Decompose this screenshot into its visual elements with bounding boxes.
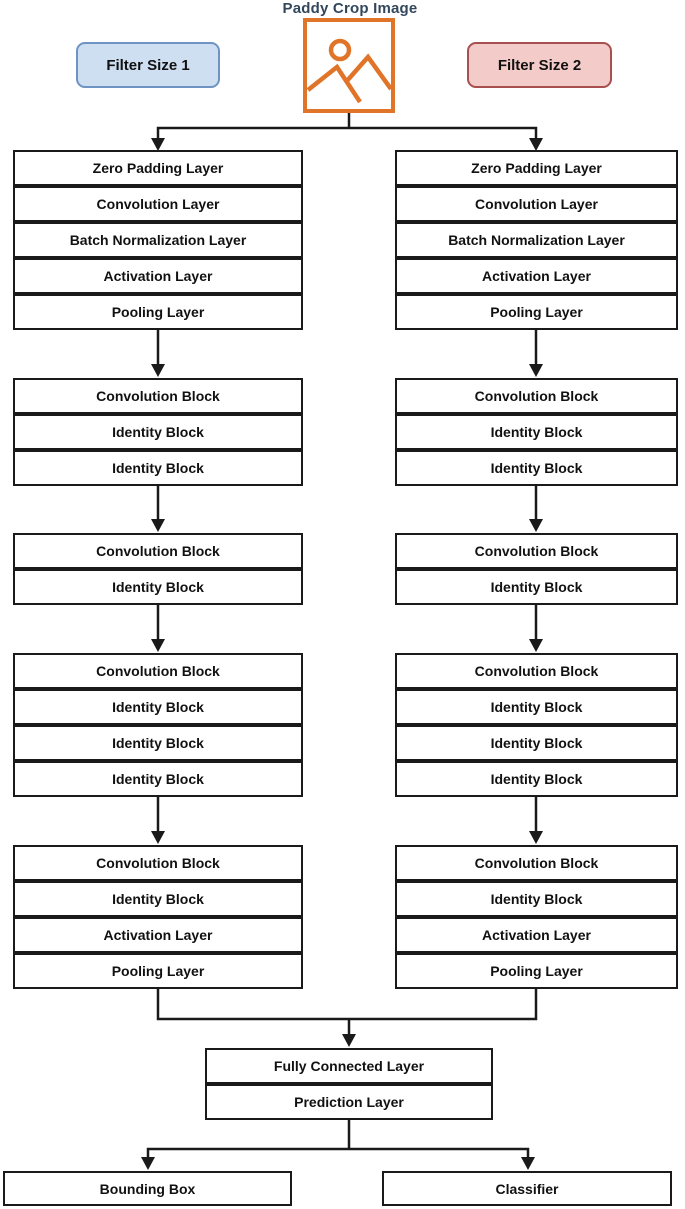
layer-box: Identity Block [395,725,678,761]
layer-box: Prediction Layer [205,1084,493,1120]
branch2-stage5-stack: Convolution Block Identity Block Activat… [395,845,678,989]
branch2-stage4-stack: Convolution Block Identity Block Identit… [395,653,678,797]
layer-box: Activation Layer [13,258,303,294]
branch1-stage3-stack: Convolution Block Identity Block [13,533,303,605]
layer-box: Batch Normalization Layer [395,222,678,258]
layer-box: Convolution Block [13,845,303,881]
layer-box: Convolution Block [13,533,303,569]
layer-box: Pooling Layer [395,294,678,330]
layer-box: Convolution Layer [395,186,678,222]
layer-box: Identity Block [13,569,303,605]
layer-box: Identity Block [13,689,303,725]
image-placeholder-icon [307,38,391,104]
layer-box: Identity Block [13,414,303,450]
layer-box: Convolution Block [13,653,303,689]
classifier-output: Classifier [382,1171,672,1206]
branch1-stage5-stack: Convolution Block Identity Block Activat… [13,845,303,989]
layer-box: Pooling Layer [13,953,303,989]
layer-box: Identity Block [13,725,303,761]
layer-box: Convolution Block [13,378,303,414]
layer-box: Identity Block [395,569,678,605]
layer-box: Activation Layer [13,917,303,953]
branch1-stage2-stack: Convolution Block Identity Block Identit… [13,378,303,486]
head-stack: Fully Connected Layer Prediction Layer [205,1048,493,1120]
filter-size-2-badge: Filter Size 2 [467,42,612,88]
branch2-stage2-stack: Convolution Block Identity Block Identit… [395,378,678,486]
bounding-box-output: Bounding Box [3,1171,292,1206]
branch2-stage3-stack: Convolution Block Identity Block [395,533,678,605]
layer-box: Pooling Layer [395,953,678,989]
filter-size-1-badge: Filter Size 1 [76,42,220,88]
branch2-stage1-stack: Zero Padding Layer Convolution Layer Bat… [395,150,678,330]
layer-box: Zero Padding Layer [395,150,678,186]
layer-box: Activation Layer [395,258,678,294]
branch1-stage4-stack: Convolution Block Identity Block Identit… [13,653,303,797]
layer-box: Fully Connected Layer [205,1048,493,1084]
layer-box: Convolution Layer [13,186,303,222]
layer-box: Convolution Block [395,533,678,569]
paddy-crop-image-node [303,18,395,113]
branch1-stage1-stack: Zero Padding Layer Convolution Layer Bat… [13,150,303,330]
layer-box: Convolution Block [395,653,678,689]
layer-box: Identity Block [395,450,678,486]
layer-box: Identity Block [395,414,678,450]
layer-box: Batch Normalization Layer [13,222,303,258]
layer-box: Identity Block [395,881,678,917]
layer-box: Pooling Layer [13,294,303,330]
layer-box: Zero Padding Layer [13,150,303,186]
layer-box: Identity Block [395,761,678,797]
layer-box: Identity Block [395,689,678,725]
layer-box: Convolution Block [395,845,678,881]
layer-box: Identity Block [13,450,303,486]
layer-box: Identity Block [13,761,303,797]
layer-box: Identity Block [13,881,303,917]
layer-box: Activation Layer [395,917,678,953]
diagram-title: Paddy Crop Image [282,0,418,17]
layer-box: Convolution Block [395,378,678,414]
